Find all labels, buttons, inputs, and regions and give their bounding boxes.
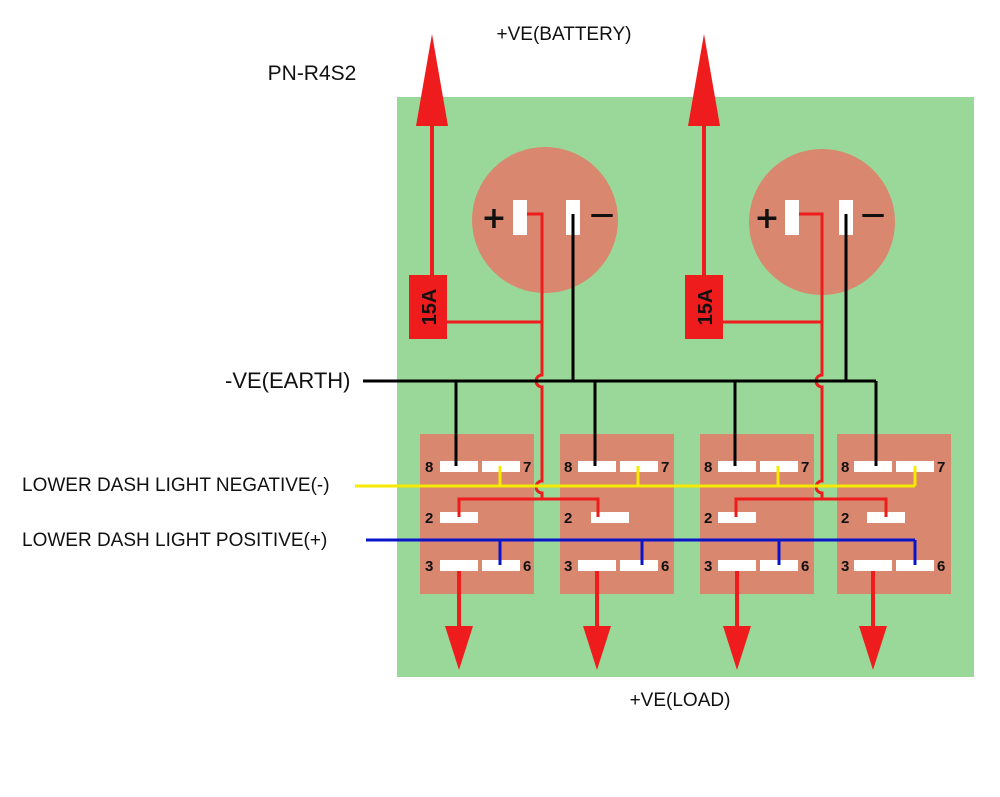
pin-3-label: 3 [425,558,433,575]
pin-8-label: 8 [564,459,572,476]
load-arrow-4 [859,571,887,670]
pin-6-label: 6 [661,558,669,575]
pin-3-label: 3 [704,558,712,575]
pin-7-label: 7 [661,459,669,476]
pin-3-label: 3 [841,558,849,575]
product-code: PN-R4S2 [268,62,357,85]
pin-2-label: 2 [564,510,572,527]
fuse-2: 15A [685,275,723,339]
pin-8-label: 8 [704,459,712,476]
fuse-rating: 15A [695,289,717,326]
battery-feed-arrow-2 [688,34,720,275]
fuse-rating: 15A [419,289,441,326]
pin-7-label: 7 [937,459,945,476]
socket-plus-symbol: + [754,201,779,236]
pin-2-label: 2 [704,510,712,527]
power-socket-1: + — [472,147,618,293]
earth-label: -VE(EARTH) [225,368,351,393]
fuse-1: 15A [409,275,447,339]
earth-wires [363,214,878,466]
socket-minus-symbol: — [590,200,614,228]
load-arrow-1 [445,571,473,670]
dash-negative-label: LOWER DASH LIGHT NEGATIVE(-) [22,475,330,496]
socket-minus-symbol: — [861,200,885,228]
positive-wires [432,212,888,517]
pin-2-label: 2 [425,510,433,527]
pin-7-label: 7 [523,459,531,476]
battery-label: +VE(BATTERY) [497,24,632,45]
pin-8-label: 8 [425,459,433,476]
battery-feed-arrow-1 [416,34,448,275]
pin-8-label: 8 [841,459,849,476]
pin-2-label: 2 [841,510,849,527]
pin-6-label: 6 [801,558,809,575]
dash-negative-wire [355,466,917,488]
pin-7-label: 7 [801,459,809,476]
pin-6-label: 6 [937,558,945,575]
socket-plus-symbol: + [481,201,506,236]
dash-positive-wire [366,538,917,565]
load-arrow-3 [723,571,751,670]
load-label: +VE(LOAD) [630,690,731,711]
pin-6-label: 6 [523,558,531,575]
dash-positive-label: LOWER DASH LIGHT POSITIVE(+) [22,530,327,551]
load-arrow-2 [583,571,611,670]
pin-3-label: 3 [564,558,572,575]
